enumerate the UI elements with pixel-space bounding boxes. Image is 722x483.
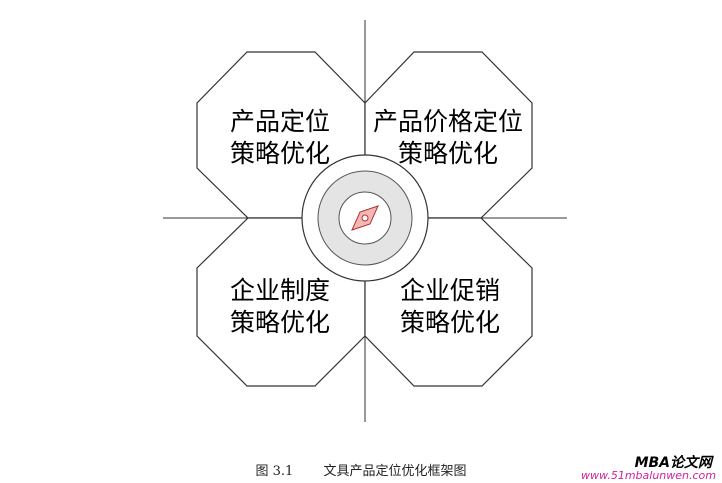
label-bottom-left-line2: 策略优化 xyxy=(229,308,330,337)
figure-caption: 图 3.1 文具产品定位优化框架图 xyxy=(0,460,722,479)
label-top-left: 产品定位 策略优化 xyxy=(205,106,355,170)
watermark-brand: MBA论文网 xyxy=(634,455,712,471)
figure-title: 文具产品定位优化框架图 xyxy=(323,464,467,479)
label-bottom-right: 企业促销 策略优化 xyxy=(375,275,525,339)
label-top-left-line2: 策略优化 xyxy=(229,139,330,168)
label-bottom-left-line1: 企业制度 xyxy=(229,276,330,305)
label-bottom-right-line2: 策略优化 xyxy=(399,308,500,337)
watermark-url: www.51mbalunwen.com xyxy=(581,469,716,482)
figure-number: 图 3.1 xyxy=(255,464,294,479)
label-top-right-line2: 策略优化 xyxy=(397,139,498,168)
label-top-left-line1: 产品定位 xyxy=(229,107,330,136)
label-bottom-right-line1: 企业促销 xyxy=(399,276,500,305)
label-top-right: 产品价格定位 策略优化 xyxy=(368,106,528,170)
label-bottom-left: 企业制度 策略优化 xyxy=(205,275,355,339)
compass-pivot xyxy=(361,214,369,222)
label-top-right-line1: 产品价格定位 xyxy=(372,107,523,136)
